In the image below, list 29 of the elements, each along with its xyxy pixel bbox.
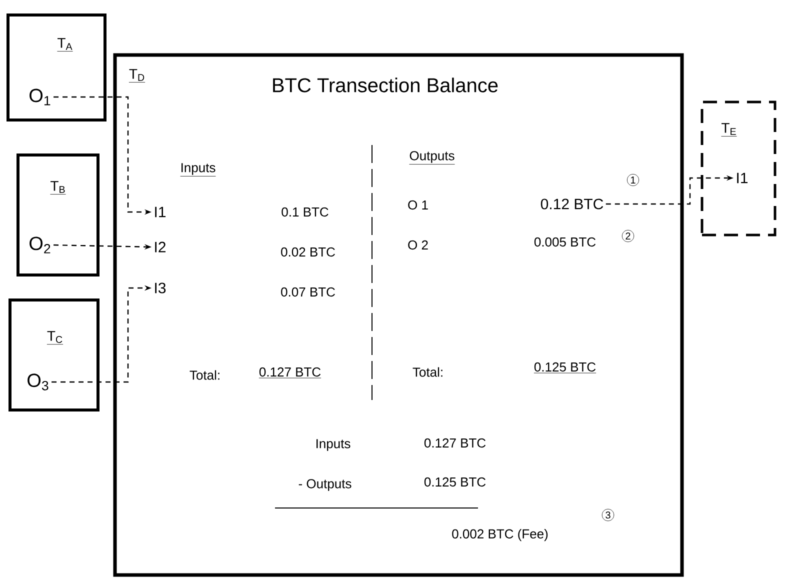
- text-label: 0.005 BTC: [534, 237, 596, 247]
- text-label: O 2: [408, 240, 428, 250]
- node-label: 0.12 BTC: [540, 198, 604, 210]
- node-label: O$_{2}$: [30, 236, 50, 254]
- text-label: 0.02 BTC: [281, 247, 335, 257]
- underlined-text: Outputs: [409, 151, 455, 164]
- callout-number: 2: [622, 230, 634, 242]
- node-label: I3: [155, 282, 166, 294]
- callout-number: 1: [626, 174, 640, 186]
- text-label: O 1: [408, 200, 428, 210]
- node-label: O$_{1}$: [30, 88, 50, 106]
- text-label: 0.002 BTC (Fee): [452, 528, 548, 542]
- underlined-text: Inputs: [180, 163, 216, 176]
- underlined-text: 0.125 BTC: [534, 362, 596, 374]
- text-label: 0.07 BTC: [281, 287, 335, 297]
- text-label: - Outputs: [298, 479, 352, 491]
- title: BTC Transection Balance: [273, 78, 498, 92]
- node-label: I1: [737, 172, 748, 184]
- text-label: 0.1 BTC: [282, 207, 328, 217]
- node-label: O$_{3}$: [28, 374, 48, 390]
- text-label: Total:: [190, 370, 220, 380]
- callout-number: 3: [602, 508, 614, 522]
- text-label: Inputs: [316, 439, 350, 451]
- text-label: 0.125 BTC: [424, 477, 486, 487]
- node-label: I2: [155, 242, 166, 252]
- underlined-text: 0.127 BTC: [258, 367, 322, 378]
- text-label: Total:: [412, 367, 442, 377]
- node-label: I1: [155, 206, 166, 218]
- text-label: 0.127 BTC: [424, 438, 486, 448]
